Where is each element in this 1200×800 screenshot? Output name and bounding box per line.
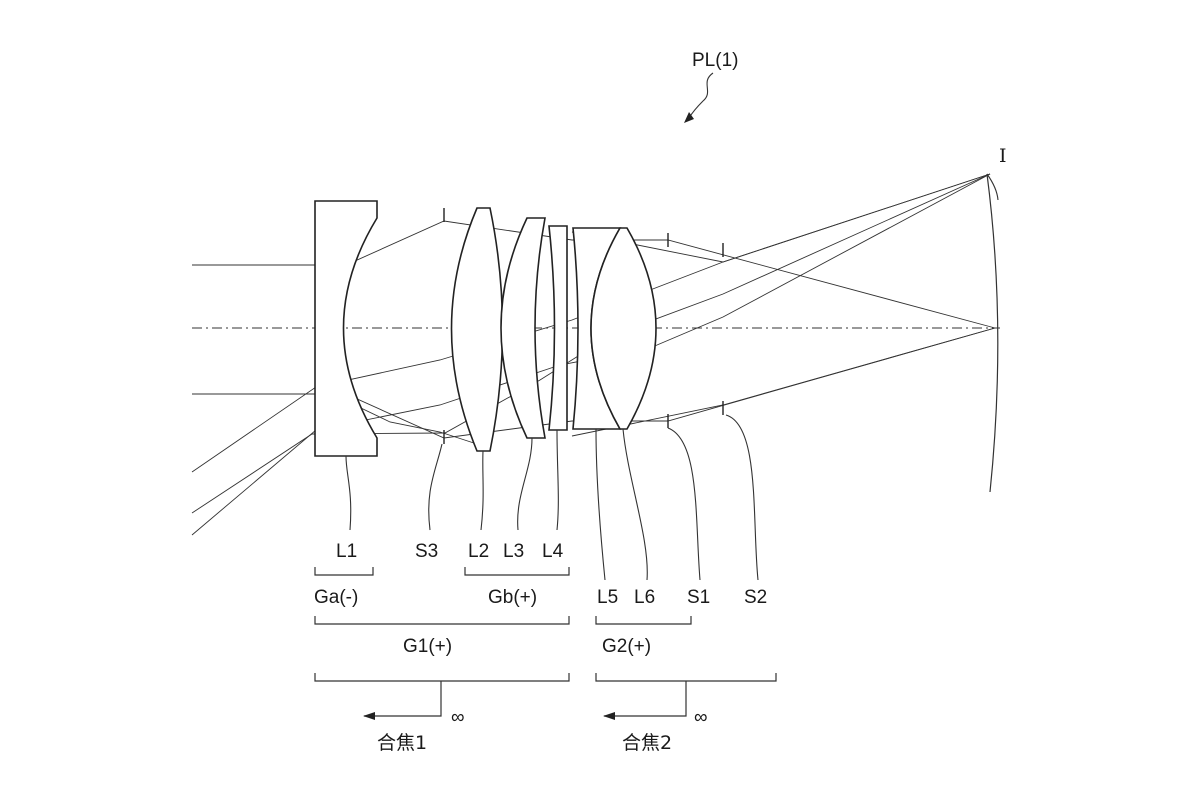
lens-l2 (450, 207, 504, 452)
label-group-ga: Ga(-) (314, 587, 358, 608)
label-s3: S3 (415, 541, 438, 562)
bracket-focus2 (595, 673, 777, 682)
ray-field-2 (191, 173, 991, 514)
label-group-g1: G1(+) (403, 636, 452, 657)
lens-l1 (314, 200, 378, 457)
leader-s2 (725, 414, 759, 581)
leader-l6 (622, 428, 648, 581)
leader-s1 (667, 427, 701, 581)
leader-l5 (595, 428, 606, 581)
lens-l6 (590, 227, 657, 430)
label-l6: L6 (634, 587, 655, 608)
image-plane-leader (986, 173, 999, 201)
label-l3: L3 (503, 541, 524, 562)
image-plane-label: I (999, 145, 1007, 167)
label-group-g2: G2(+) (602, 636, 651, 657)
leader-l3 (517, 437, 533, 531)
focus2-label: 合焦2 (622, 732, 672, 754)
label-l1: L1 (336, 541, 357, 562)
leader-l4 (556, 429, 559, 531)
leader-l1 (345, 455, 352, 531)
label-s1: S1 (687, 587, 710, 608)
leader-s3 (428, 443, 443, 531)
label-l4: L4 (542, 541, 564, 562)
focus2-arrow (603, 681, 687, 720)
leader-lines (345, 414, 759, 581)
lens-l4 (548, 225, 568, 431)
group-brackets (314, 567, 777, 682)
figure-label: PL(1) (692, 50, 738, 71)
bracket-focus1 (314, 673, 570, 682)
bracket-g1 (314, 616, 570, 625)
label-l5: L5 (597, 587, 618, 608)
focus2-infinity: ∞ (694, 707, 708, 728)
figure-label-leader (688, 72, 714, 119)
lens-l3 (500, 217, 546, 439)
focus1-arrow (363, 681, 442, 720)
aperture-stops (443, 208, 724, 444)
bracket-ga (314, 567, 374, 576)
bracket-g2 (595, 616, 692, 625)
bracket-gb (464, 567, 570, 576)
figure-label-arrowhead (684, 112, 694, 123)
image-plane-curve (986, 173, 999, 493)
label-l2: L2 (468, 541, 489, 562)
focus1-label: 合焦1 (377, 732, 427, 754)
label-s2: S2 (744, 587, 767, 608)
focus1-infinity: ∞ (451, 707, 465, 728)
leader-l2 (480, 450, 484, 531)
label-group-gb: Gb(+) (488, 587, 537, 608)
